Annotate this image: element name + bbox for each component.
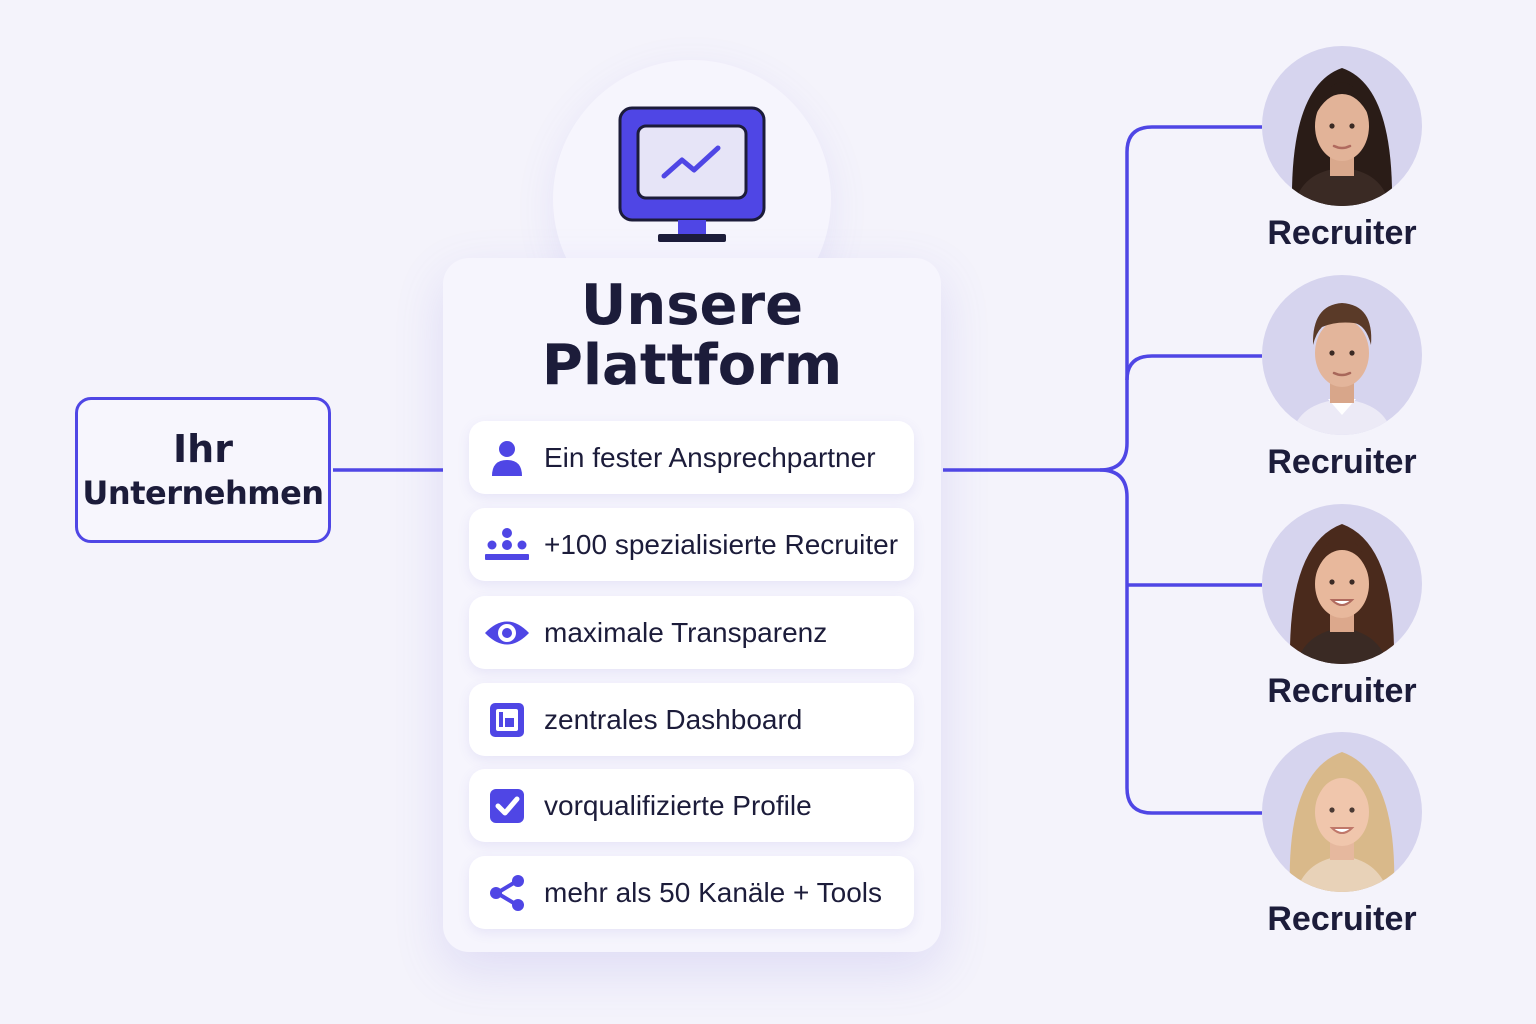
connector-recruiter-4 bbox=[1099, 468, 1262, 815]
dashboard-icon bbox=[483, 696, 531, 744]
monitor-chart-icon bbox=[618, 106, 766, 242]
eye-icon bbox=[483, 609, 531, 657]
recruiter-avatar bbox=[1262, 504, 1422, 664]
connector-recruiter-2 bbox=[1125, 354, 1262, 381]
feature-label: +100 spezialisierte Recruiter bbox=[544, 528, 899, 560]
feature-label: maximale Transparenz bbox=[544, 616, 828, 648]
connector-recruiter-1 bbox=[943, 125, 1262, 472]
checkbox-icon bbox=[483, 782, 531, 830]
feature-dashboard: zentrales Dashboard bbox=[469, 683, 914, 756]
company-label-line2: Unternehmen bbox=[82, 474, 324, 512]
recruiter-label: Recruiter bbox=[1267, 214, 1417, 252]
feature-label: Ein fester Ansprechpartner bbox=[544, 441, 876, 473]
feature-recruiters: +100 spezialisierte Recruiter bbox=[469, 508, 914, 581]
feature-transparency: maximale Transparenz bbox=[469, 596, 914, 669]
feature-label: zentrales Dashboard bbox=[544, 703, 803, 735]
feature-label: mehr als 50 Kanäle + Tools bbox=[544, 876, 883, 908]
recruiter-avatar bbox=[1262, 46, 1422, 206]
feature-label: vorqualifizierte Profile bbox=[544, 789, 812, 821]
platform-title-line1: Unsere bbox=[580, 273, 804, 338]
recruiter-label: Recruiter bbox=[1267, 443, 1417, 481]
team-icon bbox=[483, 521, 531, 569]
person-icon bbox=[483, 434, 531, 482]
recruiter-avatar bbox=[1262, 732, 1422, 892]
company-box: Ihr Unternehmen bbox=[75, 397, 331, 543]
feature-profiles: vorqualifizierte Profile bbox=[469, 769, 914, 842]
platform-title: Unsere Plattform bbox=[443, 276, 941, 396]
feature-contact-person: Ein fester Ansprechpartner bbox=[469, 421, 914, 494]
recruiter-avatar bbox=[1262, 275, 1422, 435]
feature-channels: mehr als 50 Kanäle + Tools bbox=[469, 856, 914, 929]
recruiter-label: Recruiter bbox=[1267, 900, 1417, 938]
company-label-line1: Ihr bbox=[173, 427, 233, 471]
platform-title-line2: Plattform bbox=[541, 333, 843, 398]
recruiter-label: Recruiter bbox=[1267, 672, 1417, 710]
share-icon bbox=[483, 869, 531, 917]
